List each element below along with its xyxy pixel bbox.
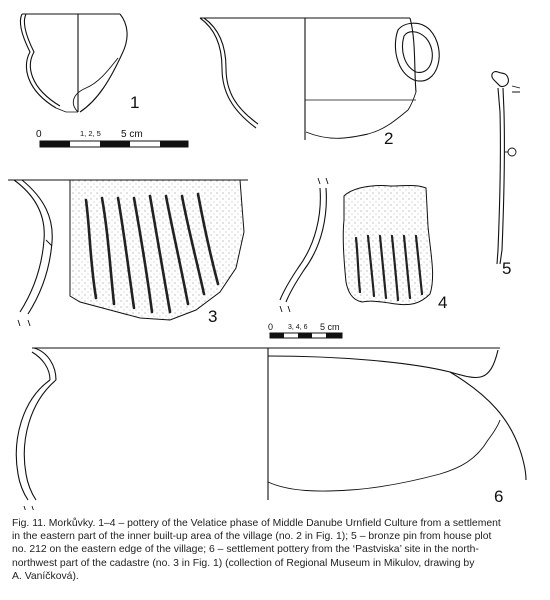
scale-bar-1-end: 5 cm [121,129,143,140]
item-label-5: 5 [502,259,511,278]
caption-line: northwest part of the cadastre (no. 3 in… [12,557,475,569]
scale-bar-1 [39,140,189,148]
caption-line: A. Vaníčková). [12,570,79,582]
item-label-1: 1 [130,93,139,112]
item-label-6: 6 [494,487,503,506]
scale-bar-2-start: 0 [268,322,273,332]
bronze-pin-drawing-5 [491,71,521,265]
pottery-drawing-2 [199,17,440,140]
pottery-drawing-4 [279,177,434,313]
figure-caption: Fig. 11. Morkůvky. 1–4 – pottery of the … [12,517,540,583]
pottery-drawing-3 [8,179,248,327]
caption-line: in the eastern part of the inner built-u… [12,531,492,543]
item-label-4: 4 [438,293,447,312]
scale-bar-1-start: 0 [36,129,42,140]
item-label-2: 2 [384,129,393,148]
caption-line: no. 212 on the eastern edge of the villa… [12,544,479,556]
pottery-drawing-1 [19,13,128,113]
item-label-3: 3 [208,307,217,326]
pottery-drawing-6 [15,347,527,510]
scale-bar-2-applies-to: 3, 4, 6 [288,324,308,331]
scale-bar-1-applies-to: 1, 2, 5 [80,129,101,138]
caption-line: Fig. 11. Morkůvky. 1–4 – pottery of the … [12,518,501,529]
scale-bar-2-end: 5 cm [320,322,340,332]
archaeological-plate: 1 2 0 1, 2, 5 5 cm [8,13,527,510]
scale-bar-2 [269,332,343,339]
